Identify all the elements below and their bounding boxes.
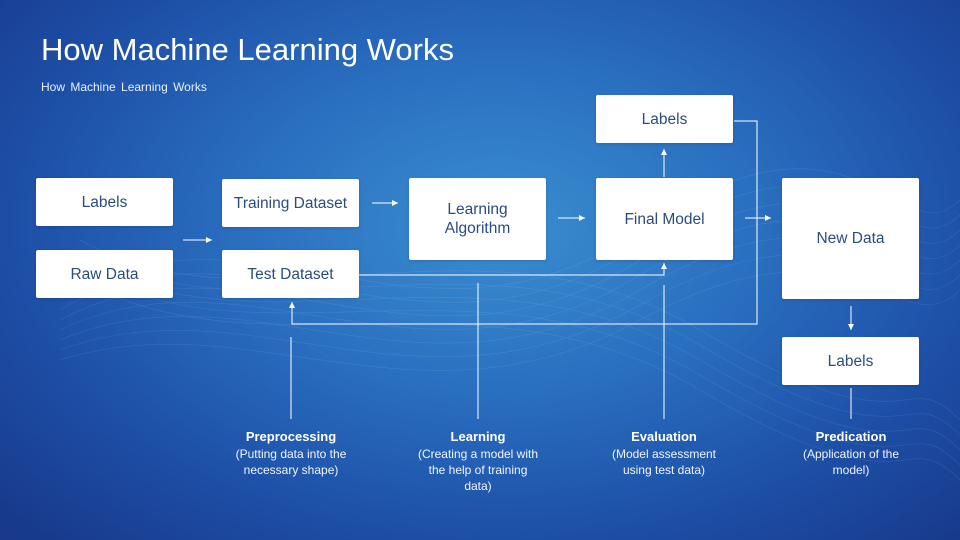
test-dataset-text: Test Dataset — [247, 265, 334, 283]
step-description: necessary shape) — [243, 463, 339, 477]
step-heading: Learning — [450, 429, 506, 444]
step-description: (Putting data into the — [235, 447, 347, 461]
training-dataset-box: Training Dataset — [222, 179, 359, 227]
labels-prediction-box: Labels — [782, 337, 919, 385]
final-model-text: Final Model — [624, 210, 705, 228]
step-predication: Predication (Application of the model) — [776, 429, 926, 478]
final-model-box: Final Model — [596, 178, 733, 260]
step-description: data) — [464, 479, 492, 493]
test-dataset-box: Test Dataset — [222, 250, 359, 298]
step-heading: Evaluation — [631, 429, 697, 444]
new-data-text: New Data — [816, 230, 885, 247]
step-heading: Preprocessing — [245, 429, 337, 444]
step-description: (Creating a model with — [417, 447, 539, 461]
step-description: (Application of the — [802, 447, 900, 461]
labels-input-box: Labels — [36, 178, 173, 226]
step-evaluation: Evaluation (Model assessment using test … — [589, 429, 739, 478]
labels-output-text: Labels — [641, 110, 688, 128]
page-title: How Machine Learning Works — [41, 32, 454, 67]
labels-output-box: Labels — [596, 95, 733, 143]
raw-data-box: Raw Data — [36, 250, 173, 298]
step-description: the help of training — [428, 463, 528, 477]
step-learning: Learning (Creating a model with the help… — [403, 429, 553, 494]
learning-algorithm-box: Learning Algorithm — [409, 178, 546, 260]
step-description: using test data) — [622, 463, 706, 477]
new-data-box: New Data — [782, 178, 919, 299]
labels-prediction-text: Labels — [827, 352, 874, 370]
learning-algorithm-text-2: Algorithm — [444, 220, 511, 237]
training-dataset-text: Training Dataset — [233, 194, 348, 212]
step-heading: Predication — [815, 429, 887, 444]
step-preprocessing: Preprocessing (Putting data into the nec… — [216, 429, 366, 478]
step-description: model) — [832, 463, 870, 477]
step-description: (Model assessment — [611, 447, 717, 461]
learning-algorithm-text-1: Learning — [447, 201, 508, 218]
raw-data-text: Raw Data — [70, 265, 139, 283]
page-subtitle: How Machine Learning Works — [41, 80, 207, 94]
labels-input-text: Labels — [81, 193, 128, 211]
